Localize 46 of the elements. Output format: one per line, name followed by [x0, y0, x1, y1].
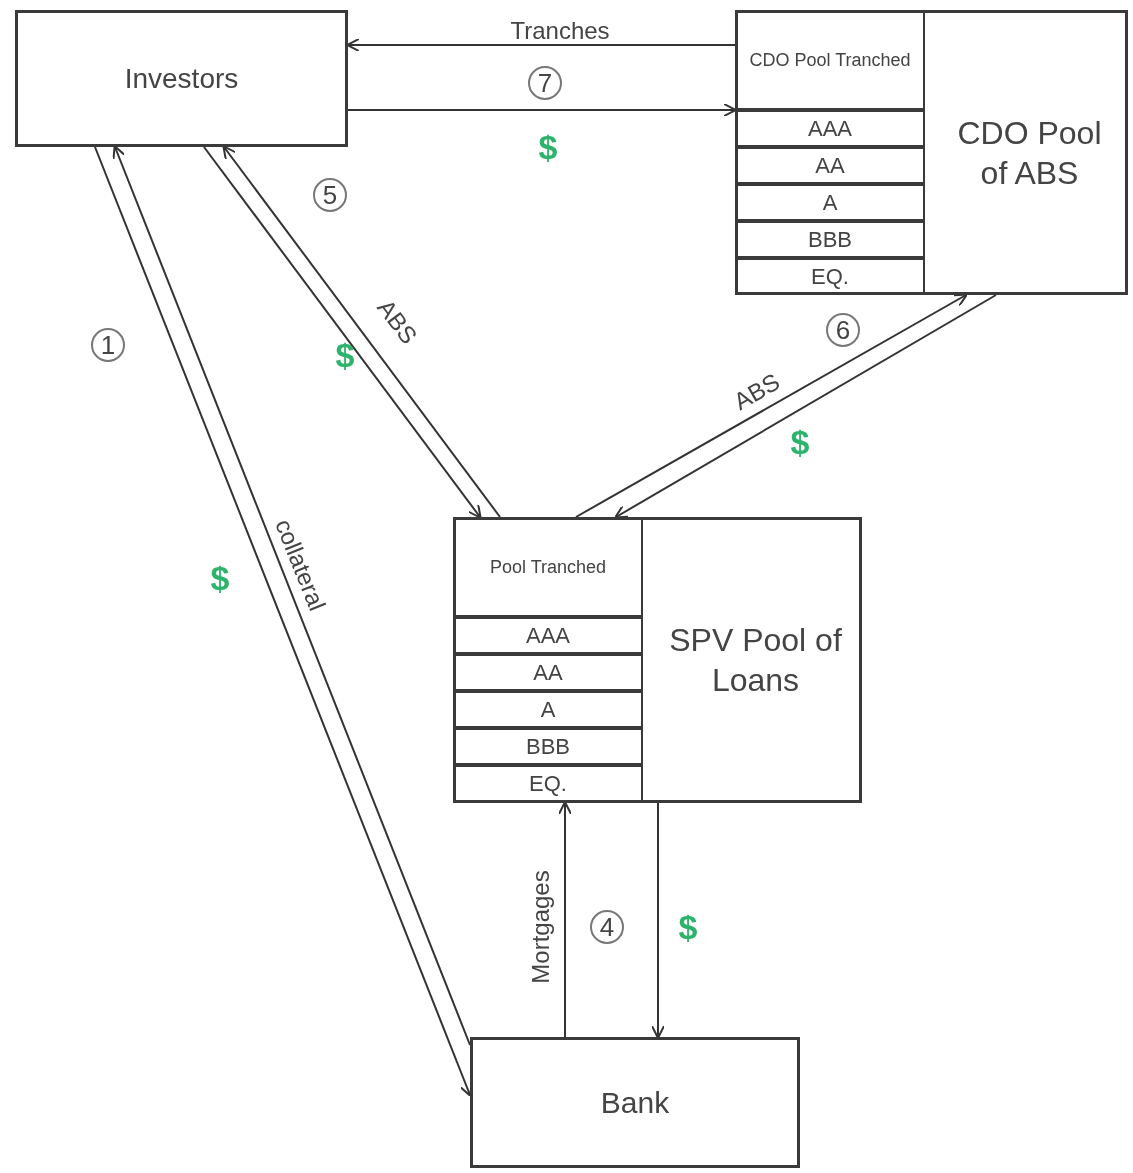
pool-header-cell [735, 10, 925, 110]
money-label: $ [210, 558, 230, 598]
arrow [614, 294, 997, 519]
entity-box [470, 1037, 800, 1168]
arrow [575, 293, 968, 518]
money-label: $ [678, 907, 698, 947]
arrow [347, 103, 737, 117]
money-label: $ [790, 422, 810, 462]
money-label: $ [335, 335, 355, 375]
step-number: 5 [313, 178, 347, 212]
tranche-cell [453, 728, 643, 765]
arrow [558, 801, 572, 1038]
tranche-cell [735, 147, 925, 184]
tranche-cell [735, 258, 925, 295]
entity-box [15, 10, 348, 147]
box-label: A [822, 188, 838, 217]
box-label: BBB [526, 732, 570, 761]
box-label: AAA [808, 114, 852, 143]
tranche-cell [735, 221, 925, 258]
box-label: AA [533, 658, 563, 687]
box-label: Bank [600, 1084, 670, 1121]
tranche-cell [453, 765, 643, 803]
box-label: CDO Pool of ABS [956, 113, 1103, 193]
arrow [346, 38, 736, 52]
box-label: A [540, 695, 556, 724]
arrow [651, 802, 665, 1039]
box-label: AAA [526, 621, 570, 650]
box-label: AA [815, 151, 845, 180]
box-label: SPV Pool of Loans [668, 621, 843, 700]
tranche-cell [735, 184, 925, 221]
tranche-cell [735, 110, 925, 147]
step-number: 1 [91, 328, 125, 362]
money-label: $ [538, 127, 558, 167]
step-number: 6 [826, 313, 860, 347]
box-label: Pool Tranched [489, 555, 607, 579]
step-number: 7 [528, 66, 562, 100]
box-label: Investors [124, 62, 239, 96]
box-label: BBB [808, 225, 852, 254]
pool-header-cell [453, 517, 643, 617]
box-label: CDO Pool Tranched [749, 48, 911, 72]
tranche-cell [453, 691, 643, 728]
tranche-cell [453, 617, 643, 654]
step-number: 4 [590, 910, 624, 944]
box-label: EQ. [529, 770, 567, 798]
tranche-cell [453, 654, 643, 691]
box-label: EQ. [811, 262, 849, 291]
